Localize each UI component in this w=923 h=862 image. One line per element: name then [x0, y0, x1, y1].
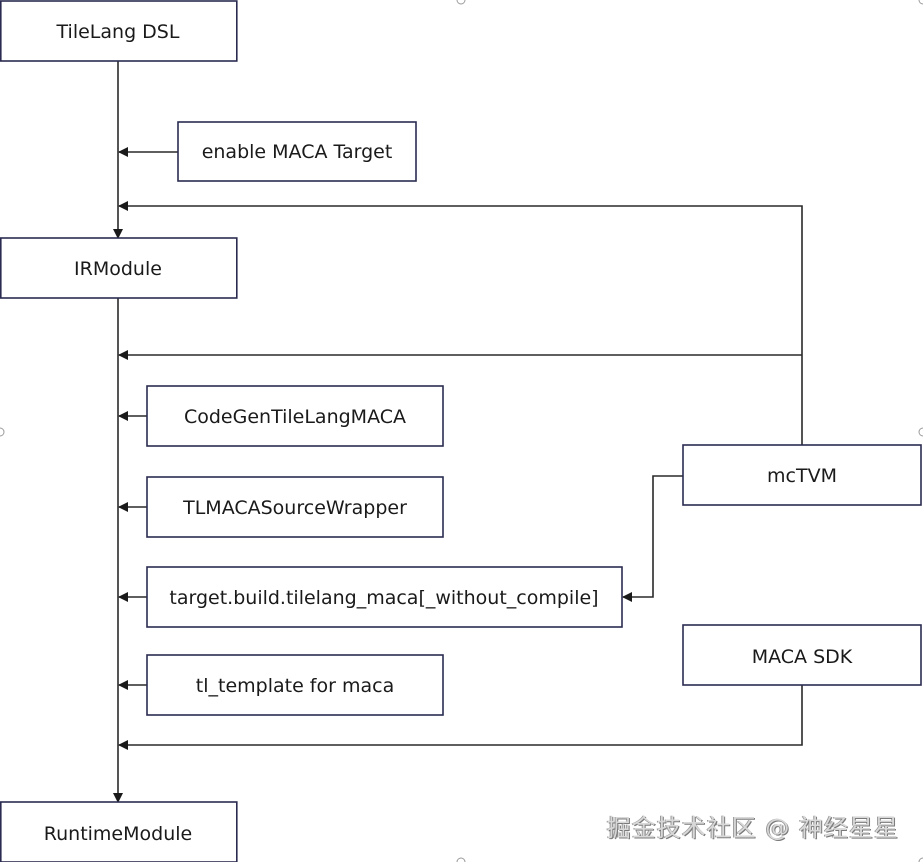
node-label: target.build.tilelang_maca[_without_comp… [169, 587, 598, 609]
node-mctvm[interactable]: mcTVM [682, 444, 922, 506]
node-runtime-module[interactable]: RuntimeModule [0, 801, 238, 862]
node-codegen-tilelang-maca[interactable]: CodeGenTileLangMACA [146, 385, 444, 447]
node-maca-sdk[interactable]: MACA SDK [682, 624, 922, 686]
node-label: RuntimeModule [44, 823, 192, 845]
node-tlmaca-source-wrapper[interactable]: TLMACASourceWrapper [146, 476, 444, 538]
node-target-build[interactable]: target.build.tilelang_maca[_without_comp… [146, 566, 623, 628]
node-enable-maca-target[interactable]: enable MACA Target [177, 121, 417, 182]
node-label: mcTVM [767, 465, 837, 487]
edge-maca-sdk [118, 685, 803, 750]
resize-handle-middle-left[interactable] [0, 427, 5, 437]
edge-mctvm-to-target-build [622, 475, 683, 602]
node-label: CodeGenTileLangMACA [184, 406, 406, 428]
node-label: enable MACA Target [202, 141, 393, 163]
node-label: MACA SDK [752, 646, 853, 668]
node-label: tl_template for maca [196, 675, 394, 697]
node-irmodule[interactable]: IRModule [0, 237, 238, 299]
resize-handle-middle-right[interactable] [918, 427, 923, 437]
node-tl-template[interactable]: tl_template for maca [146, 654, 444, 716]
node-tilelang-dsl[interactable]: TileLang DSL [0, 0, 238, 62]
edge-mctvm-to-upper-flow [118, 201, 803, 445]
node-label: IRModule [74, 258, 162, 280]
watermark: 掘金技术社区 @ 神经星星 [606, 814, 899, 842]
resize-handle-top-center[interactable] [456, 0, 466, 5]
resize-handle-top-right[interactable] [918, 0, 923, 5]
node-label: TileLang DSL [56, 21, 180, 43]
resize-handle-bottom-right[interactable] [918, 857, 923, 862]
resize-handle-bottom-center[interactable] [456, 857, 466, 862]
node-label: TLMACASourceWrapper [182, 497, 407, 519]
